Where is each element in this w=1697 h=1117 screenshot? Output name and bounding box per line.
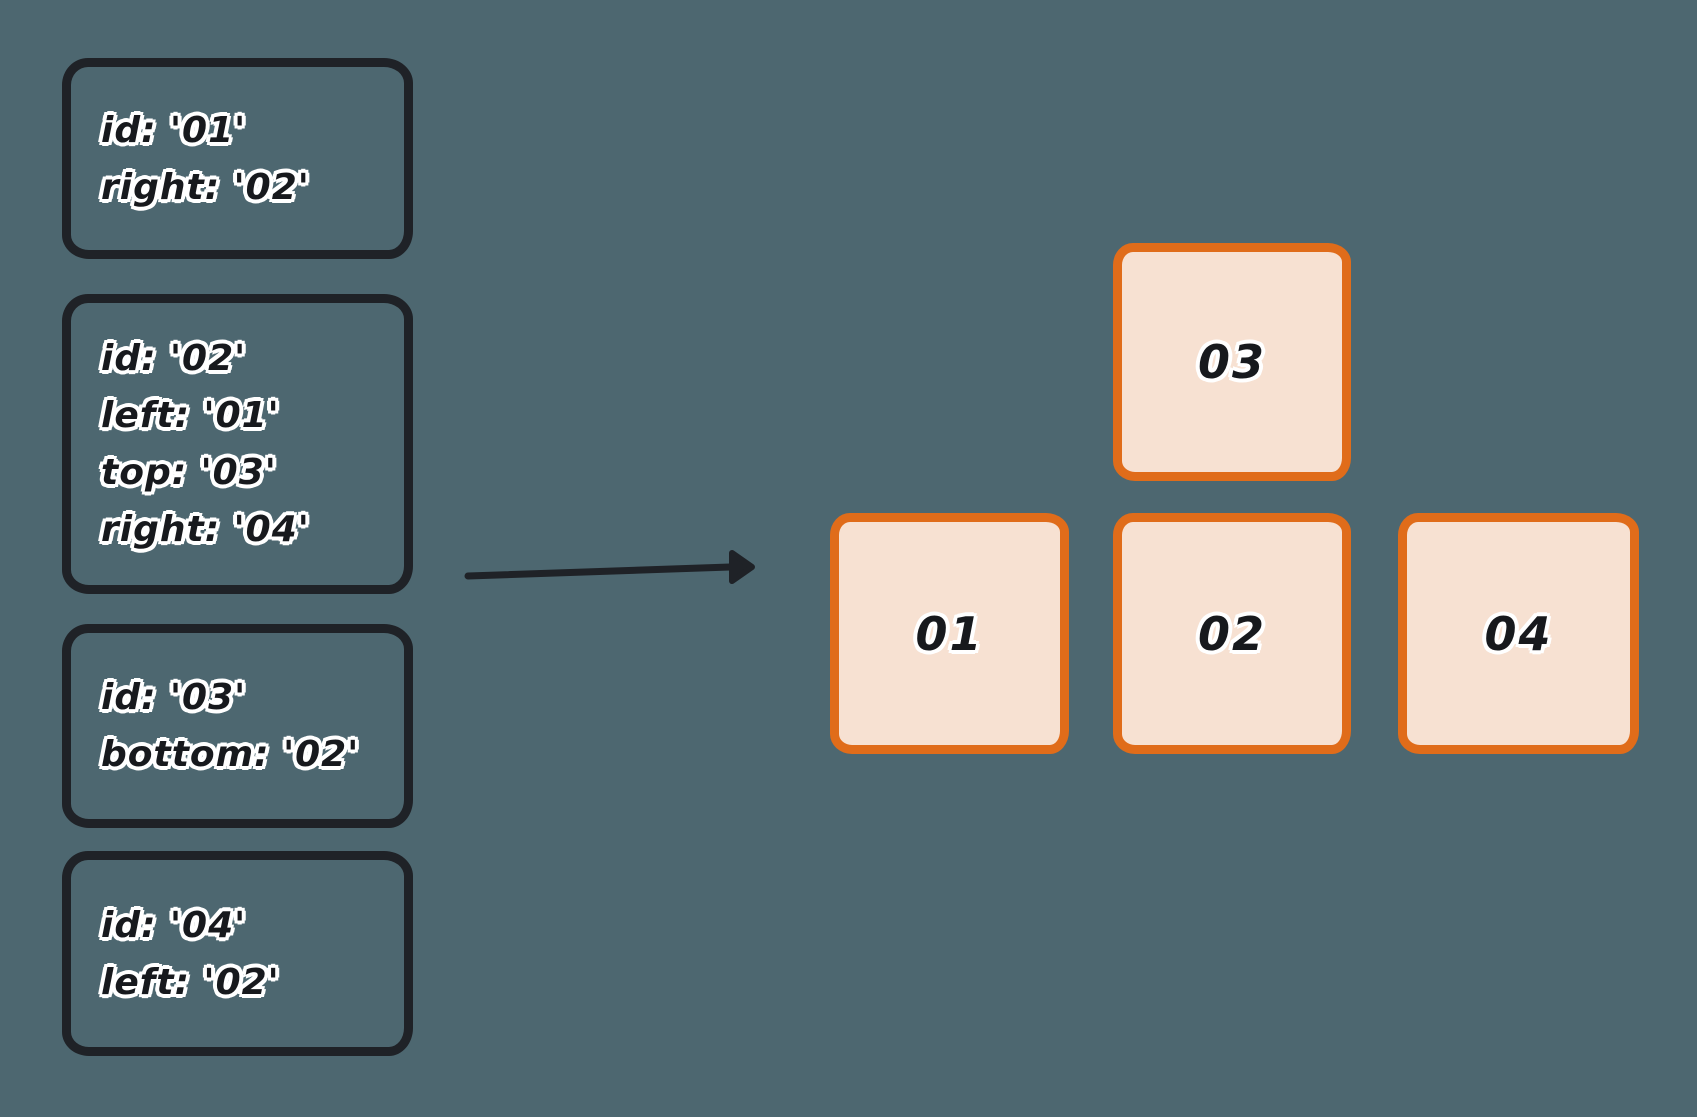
layout-node-03: 03 [1113, 243, 1351, 481]
definition-card-03: id: '03' bottom: '02' [62, 624, 413, 828]
card-line: id: '02' [101, 338, 247, 379]
card-line: right: '04' [101, 509, 310, 550]
card-line: right: '02' [101, 166, 310, 208]
definition-card-01: id: '01' right: '02' [62, 58, 413, 259]
node-label: 02 [1197, 606, 1266, 661]
definition-card-02: id: '02' left: '01' top: '03' right: '04… [62, 294, 413, 594]
card-line: bottom: '02' [101, 734, 360, 775]
card-line: left: '02' [101, 961, 280, 1003]
right-arrow-icon [458, 540, 768, 596]
card-line: top: '03' [101, 452, 277, 493]
layout-node-01: 01 [830, 513, 1069, 754]
node-label: 01 [915, 606, 984, 661]
card-line: id: '03' [101, 677, 247, 718]
definition-card-04: id: '04' left: '02' [62, 851, 413, 1056]
layout-node-04: 04 [1398, 513, 1639, 754]
layout-node-02: 02 [1113, 513, 1351, 754]
card-line: id: '01' [101, 109, 247, 151]
card-line: id: '04' [101, 904, 247, 946]
card-line: left: '01' [101, 395, 280, 436]
node-label: 03 [1197, 335, 1266, 389]
node-label: 04 [1484, 606, 1553, 661]
